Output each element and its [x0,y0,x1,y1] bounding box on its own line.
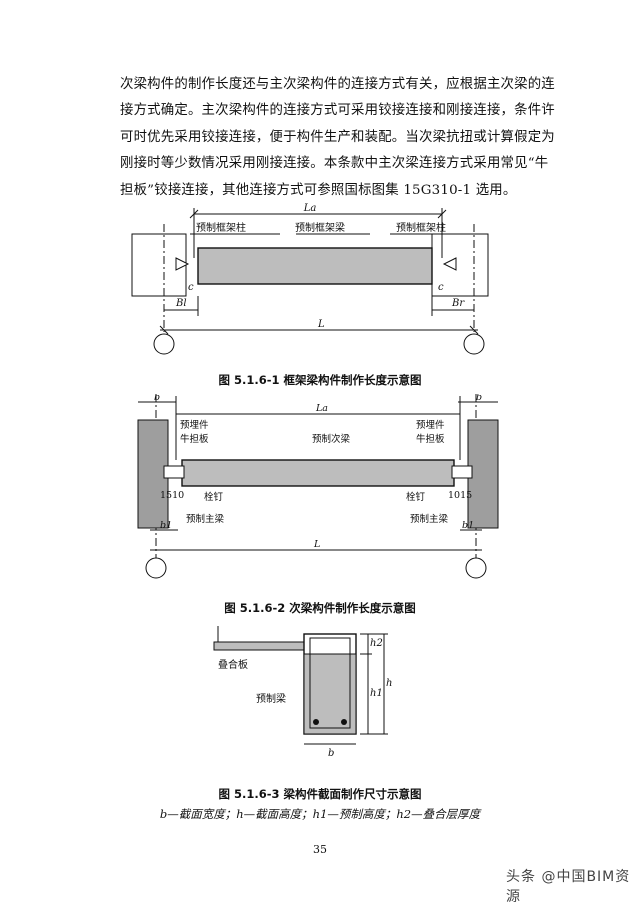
dim-b-left: b [154,394,160,403]
label-secondary-beam: 预制次梁 [312,433,351,445]
dim-h1: h1 [370,688,383,699]
label-column-left: 预制框架柱 [196,221,246,234]
dim-h2: h2 [370,638,383,649]
dim-1510: 1510 [160,490,184,501]
axis-bubble-right-2 [465,557,487,579]
composite-slab [213,641,307,651]
figure3-legend: b—截面宽度；h—截面高度；h1—预制高度；h2—叠合层厚度 [159,807,481,821]
bearing-plate-left [163,465,185,479]
label-main-beam-right: 预制主梁 [410,513,449,525]
label-main-beam-left: 预制主梁 [186,513,225,525]
label-plate-left: 牛担板 [180,433,209,445]
precast-beam [197,247,433,285]
dim-1015: 1015 [448,490,472,501]
label-column-right: 预制框架柱 [396,221,446,234]
label-embed-right: 预埋件 [416,419,445,431]
dim-Br: Br [451,298,465,309]
figure2-caption: 图 5.1.6-2 次梁构件制作长度示意图 [224,601,416,615]
main-beam-left [137,419,169,529]
figure3-caption: 图 5.1.6-3 梁构件截面制作尺寸示意图 [218,787,422,801]
label-section-beam: 预制梁 [256,692,286,705]
dim-La: La [303,203,317,214]
axis-bubble-left-2 [145,557,167,579]
body-paragraph: 次梁构件的制作长度还与主次梁构件的连接方式有关，应根据主次梁的连接方式确定。主次… [120,77,555,198]
dim-Bl: Bl [175,298,187,309]
label-beam: 预制框架梁 [295,221,345,234]
bearing-plate-right [451,465,473,479]
label-plate-right: 牛担板 [416,433,445,445]
label-slab: 叠合板 [218,658,248,671]
label-bolt-left: 栓钉 [204,491,224,503]
dim-b-right: b [476,394,482,403]
dim-b1-left: b1 [160,520,172,531]
label-embed-left: 预埋件 [180,419,209,431]
dim-h: h [386,678,392,689]
axis-bubble-left [153,333,175,355]
dim-L: L [317,319,325,330]
dim-b1-right: b1 [462,520,474,531]
dim-L-2: L [313,539,320,550]
secondary-beam [181,459,455,487]
watermark: 头条 @中国BIM资源 [506,869,631,905]
precast-part [303,653,357,735]
dim-b: b [328,748,334,759]
figure1-caption: 图 5.1.6-1 框架梁构件制作长度示意图 [218,373,422,387]
page-number: 35 [313,843,327,856]
axis-bubble-right [463,333,485,355]
figure-beam-section: 叠合板 预制梁 h2 h1 h b [213,626,392,759]
dim-La-2: La [315,403,328,414]
label-c-right: c [438,282,444,293]
figure-frame-beam: La 预制框架柱 预制框架梁 预制框架柱 c c Bl Br L [131,203,489,355]
label-c-left: c [188,282,194,293]
figure-secondary-beam: b b La 预埋件 牛担板 预制次梁 预埋件 牛担板 1510 1015 栓钉… [137,394,499,579]
label-bolt-right: 栓钉 [406,491,426,503]
